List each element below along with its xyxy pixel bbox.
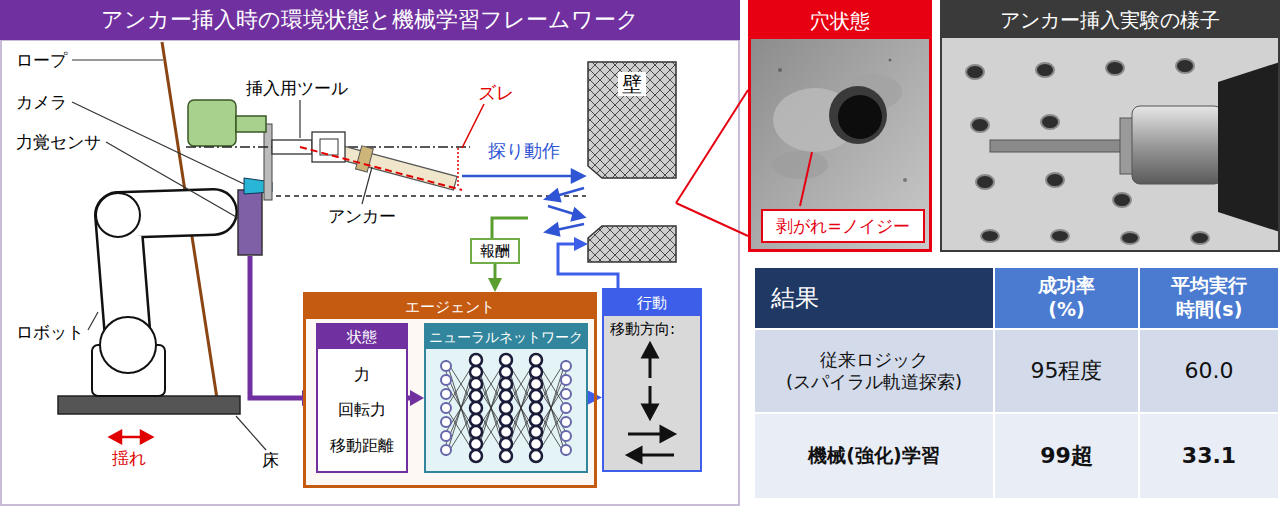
- network-box: ニューラルネットワーク: [424, 323, 588, 473]
- offset-leader: [462, 104, 484, 148]
- table-cell: 平均実行 時間(s): [1140, 268, 1278, 328]
- connector-arrow: [588, 396, 592, 400]
- header-bar: ニューラルネットワーク: [426, 325, 586, 349]
- sway-arrow: [110, 431, 152, 443]
- action-fill: [604, 316, 700, 470]
- tool-shaft: [272, 140, 312, 154]
- state-box: 状態力回転力移動距離: [316, 323, 408, 473]
- reward-box: 報酬: [470, 238, 520, 264]
- part-label: ロボット: [16, 322, 84, 343]
- network-fill: [426, 349, 586, 471]
- peel-label: 剥がれ=ノイジー: [761, 209, 925, 243]
- offset-axis: [300, 147, 462, 190]
- wall-label: 壁: [618, 72, 646, 96]
- network-neurons: [441, 361, 571, 455]
- experiment-panel: アンカー挿入実験の様子: [940, 0, 1280, 252]
- title-bar: アンカー挿入時の環境状態と機械学習フレームワーク: [0, 0, 740, 40]
- table-cell: 成功率 (%): [995, 268, 1138, 328]
- header-bar: エージェント: [306, 295, 594, 319]
- body-text: 回転力: [338, 400, 386, 419]
- wall: [588, 62, 676, 178]
- part-label: 探り動作: [488, 140, 560, 163]
- part-label: ズレ: [478, 82, 514, 105]
- header-text: アンカー挿入実験の様子: [1000, 8, 1220, 32]
- sensor-arrow: [250, 256, 304, 398]
- body-text: 移動距離: [330, 436, 394, 455]
- table-cell: 95程度: [995, 330, 1138, 412]
- green-device: [188, 100, 236, 146]
- tool-plate: [264, 124, 272, 200]
- part-label: 揺れ: [112, 448, 146, 469]
- part-label: ロープ: [16, 50, 67, 71]
- table-cell: 機械(強化)学習: [755, 414, 993, 498]
- table-cell: 従来ロジック (スパイラル軌道探索): [755, 330, 993, 412]
- force-sensor: [238, 190, 262, 255]
- header-text: 行動: [637, 294, 667, 312]
- hole: [588, 178, 676, 226]
- part-label: 挿入用ツール: [246, 78, 348, 99]
- probe-arrows: [462, 170, 584, 235]
- action-box: 行動移動方向:: [602, 288, 702, 472]
- network-neurons: [470, 354, 542, 462]
- reward-hook: [492, 218, 528, 238]
- panel-frame: [1, 40, 739, 505]
- robot-arm: [92, 193, 214, 396]
- part-label: アンカー: [328, 206, 396, 227]
- connector-arrow: [494, 264, 497, 282]
- tool-holder: [312, 132, 345, 162]
- header-bar: 状態: [318, 325, 406, 349]
- green-device: [236, 116, 266, 132]
- offset-mark: [457, 148, 459, 186]
- table-cell: 33.1: [1140, 414, 1278, 498]
- anchor: [317, 135, 458, 194]
- table-cell: 60.0: [1140, 330, 1278, 412]
- body-text: 移動方向:: [610, 320, 675, 338]
- wall-block: 壁: [588, 62, 676, 262]
- part-label: 力覚センサ: [16, 132, 101, 153]
- header-text: エージェント: [405, 298, 495, 316]
- agent-box: エージェント状態力回転力移動距離 ニューラルネットワーク: [303, 292, 597, 488]
- box-body: 移動方向:: [604, 316, 700, 470]
- header-bar: アンカー挿入実験の様子: [942, 2, 1278, 38]
- header-text: ニューラルネットワーク: [429, 329, 583, 346]
- header-bar: 穴状態: [751, 3, 929, 39]
- peel-leader: [800, 152, 812, 206]
- direction-arrows: [628, 344, 674, 462]
- header-bar: 行動: [604, 290, 700, 316]
- camera-axis: [276, 195, 586, 196]
- table-cell: 結果: [755, 268, 993, 328]
- connector-arrow: [558, 244, 618, 288]
- agent-fill: [306, 295, 594, 485]
- header-text: 穴状態: [810, 9, 870, 33]
- header-text: 状態: [347, 328, 377, 346]
- wall: [588, 226, 676, 262]
- floor: [58, 396, 240, 414]
- box-body: 力回転力移動距離: [318, 349, 406, 471]
- part-label: カメラ: [16, 92, 67, 113]
- experiment-photo: [942, 38, 1280, 250]
- result-table: [755, 268, 1278, 498]
- hole-panel: 穴状態剥がれ=ノイジー: [748, 0, 932, 252]
- body-text: 力: [354, 365, 370, 384]
- connector-arrow: [676, 90, 748, 236]
- box-text: 報酬: [480, 242, 510, 260]
- hole-photo: [751, 39, 929, 250]
- connector-arrow: [408, 396, 414, 401]
- box-text: 剥がれ=ノイジー: [776, 216, 909, 236]
- table-cell: 99超: [995, 414, 1138, 498]
- part-label: 床: [262, 450, 279, 471]
